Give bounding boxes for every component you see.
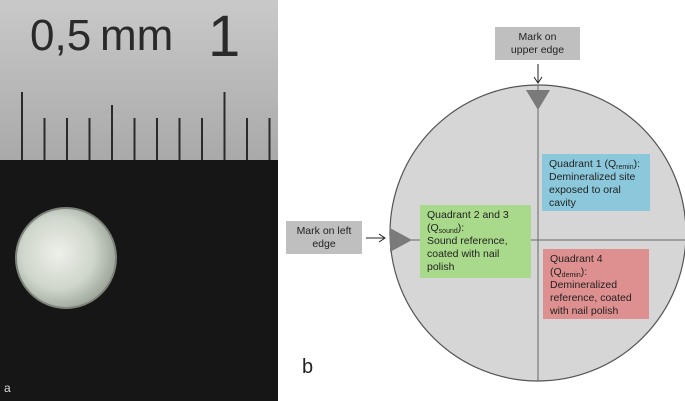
quadrant-2-3-line3: Sound reference, [427,235,508,247]
left-arrow-head [378,233,386,243]
ruler [0,0,278,160]
panel-label-a: a [4,381,11,395]
mark-upper-line2: upper edge [510,44,565,56]
quadrant-1-line3: exposed to oral [549,184,621,196]
quadrant-2-3-line4: coated with nail [427,248,500,260]
ruler-unit: mm [100,11,173,60]
quadrant-2-3-title: Quadrant 2 and 3 [427,209,509,221]
quadrant-1-line2: Demineralized site [549,171,636,183]
quadrant-4-line5: with nail polish [550,305,619,317]
mark-upper-edge-label: Mark on upper edge [495,27,580,60]
left-edge-marker [390,228,412,252]
enamel-specimen-disc [16,208,116,308]
panel-label-b: b [302,356,314,378]
ruler-label-half: 0,5 [30,11,91,60]
quadrant-2-3-label: Quadrant 2 and 3 (Qsound): Sound referen… [420,205,531,278]
mark-left-line2: edge [312,238,336,250]
upper-edge-marker [526,90,550,110]
quadrant-1-label: Quadrant 1 (Qremin): Demineralized site … [542,154,650,211]
quadrant-2-3-symbol: (Qsound): [427,222,465,235]
quadrant-4-line3: Demineralized [550,279,618,291]
specimen-photo-illustration: 0,5 mm 1 [0,0,278,401]
quadrant-4-label: Quadrant 4 (Qdemin): Demineralized refer… [543,249,649,319]
quadrant-1-title: Quadrant 1 (Qremin): [549,158,641,171]
disc-edge [15,207,117,309]
mark-upper-line1: Mark on [518,31,557,43]
specimen-photo: 0,5 mm 1 [0,0,278,401]
quadrant-1-line4: cavity [549,197,576,209]
upper-arrow-head [533,76,543,84]
ruler-ticks [21,92,271,160]
quadrant-4-symbol: (Qdemin): [550,266,588,279]
quadrant-4-line4: reference, coated [550,292,632,304]
quadrant-4-title: Quadrant 4 [550,253,603,265]
quadrant-2-3-line5: polish [427,261,455,273]
mark-left-edge-label: Mark on left edge [286,221,362,254]
mark-left-line1: Mark on left [296,225,352,237]
ruler-label-one: 1 [208,4,240,69]
